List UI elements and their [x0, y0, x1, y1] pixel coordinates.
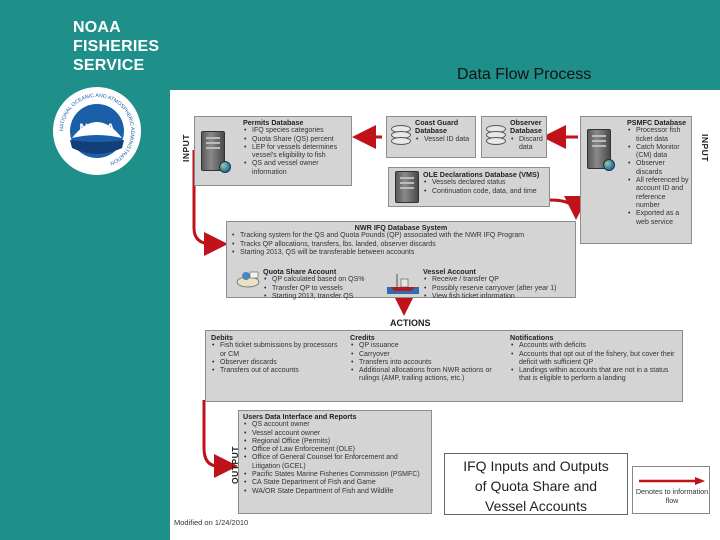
legend-box: Denotes to information flow: [632, 466, 710, 514]
debits-item: Transfers out of accounts: [211, 367, 339, 376]
psmfc-item: Observer discards: [627, 160, 691, 177]
nwr-item: Starting 2013, QS will be transferable b…: [231, 249, 575, 258]
actions-label: ACTIONS: [390, 318, 431, 328]
permits-title: Permits Database: [243, 118, 304, 127]
coast-guard-title: Coast Guard Database: [415, 118, 459, 136]
vessel-account-title: Vessel Account: [423, 267, 476, 276]
users-item: WA/OR State Department of Fish and Wildl…: [243, 488, 427, 497]
notifications-title: Notifications: [510, 333, 554, 342]
quota-share-icon: [235, 267, 261, 289]
qs-account-item: Transfer QP to vessels: [263, 285, 413, 294]
users-data-interface-panel: Users Data Interface and Reports QS acco…: [238, 410, 432, 514]
debits-item: Fish ticket submissions by processors or…: [211, 342, 339, 359]
callout-line: of Quota Share and: [474, 478, 598, 494]
nwr-item: Tracks QP allocations, transfers, lbs. l…: [231, 241, 575, 250]
users-title: Users Data Interface and Reports: [243, 412, 357, 421]
permits-item: QS and vessel owner information: [243, 160, 349, 177]
users-item: Regional Office (Permits): [243, 438, 427, 447]
vessel-account-item: Receive / transfer QP: [423, 276, 573, 285]
legend-arrow-icon: [639, 477, 705, 485]
observer-title: Observer Database: [510, 118, 542, 136]
users-item: CA State Department of Fish and Game: [243, 479, 427, 488]
callout-box: IFQ Inputs and Outputs of Quota Share an…: [444, 453, 628, 515]
arrow-ole-to-nwr: [549, 195, 588, 220]
database-stack-icon: [391, 125, 411, 151]
legend-text: Denotes to information flow: [635, 487, 709, 505]
logo-text: NOAA: [79, 121, 115, 135]
callout-line: IFQ Inputs and Outputs: [463, 458, 609, 474]
psmfc-item: Catch Monitor (CM) data: [627, 144, 691, 161]
psmfc-item: All referenced by account ID and referen…: [627, 177, 691, 210]
fishing-vessel-icon: [387, 272, 419, 294]
globe-icon: [219, 161, 231, 173]
coast-guard-item: Vessel ID data: [415, 136, 475, 145]
notifications-item: Accounts that opt out of the fishery, bu…: [510, 351, 680, 368]
users-item: QS account owner: [243, 421, 427, 430]
psmfc-item: Processor fish ticket data: [627, 127, 691, 144]
credits-item: QP issuance: [350, 342, 502, 351]
slide-title: Data Flow Process: [457, 66, 592, 83]
brand-line-1: NOAA: [73, 19, 121, 36]
input-label-right: INPUT: [700, 134, 710, 162]
brand-line-3: SERVICE: [73, 57, 145, 74]
server-icon: [395, 171, 419, 203]
input-label-left: INPUT: [181, 134, 191, 162]
ole-item: Vessels declared status: [423, 179, 549, 188]
ole-title: OLE Declarations Database (VMS): [423, 170, 540, 179]
ole-item: Continuation code, data, and time: [423, 188, 549, 197]
observer-database-panel: Observer Database Discard data: [481, 116, 547, 158]
users-item: Pacific States Marine Fisheries Commissi…: [243, 471, 427, 480]
nwr-item: Tracking system for the QS and Quota Pou…: [231, 232, 575, 241]
permits-item: Quota Share (QS) percent: [243, 136, 349, 145]
credits-item: Carryover: [350, 351, 502, 360]
psmfc-title: PSMFC Database: [627, 118, 687, 127]
permits-item: LEP for vessels determines vessel's elig…: [243, 144, 349, 161]
footnote: Modified on 1/24/2010: [174, 518, 249, 527]
ole-database-panel: OLE Declarations Database (VMS) Vessels …: [388, 167, 550, 207]
arrow-actions-to-users: [202, 400, 238, 478]
permits-database-panel: Permits Database IFQ species categories …: [194, 116, 352, 186]
users-item: Office of Law Enforcement (OLE): [243, 446, 427, 455]
users-item: Vessel account owner: [243, 430, 427, 439]
callout-line: Vessel Accounts: [485, 498, 587, 514]
psmfc-item: Exported as a web service: [627, 210, 691, 227]
notifications-item: Accounts with deficits: [510, 342, 680, 351]
permits-item: IFQ species categories: [243, 127, 349, 136]
qs-account-title: Quota Share Account: [263, 267, 337, 276]
vessel-account-item: View fish ticket information: [423, 293, 573, 302]
vessel-account-item: Possibly reserve carryover (after year 1…: [423, 285, 573, 294]
users-item: Office of General Counsel for Enforcemen…: [243, 454, 427, 471]
debits-item: Observer discards: [211, 359, 339, 368]
database-stack-icon: [486, 125, 506, 151]
qs-account-item: QP calculated based on QS%: [263, 276, 413, 285]
noaa-logo: NOAA NATIONAL OCEANIC AND ATMOSPHERIC AD…: [53, 87, 141, 175]
observer-item: Discard data: [510, 136, 548, 153]
qs-account-item: Starting 2013, transfer QS: [263, 293, 413, 302]
arrow-permits-to-nwr: [192, 150, 228, 256]
credits-item: Transfers into accounts: [350, 359, 502, 368]
credits-title: Credits: [350, 333, 375, 342]
noaa-fisheries-wordmark: NOAA FISHERIES SERVICE: [73, 18, 159, 75]
notifications-item: Landings within accounts that are not in…: [510, 367, 680, 384]
psmfc-database-panel: PSMFC Database Processor fish ticket dat…: [580, 116, 692, 244]
brand-line-2: FISHERIES: [73, 38, 160, 55]
credits-item: Additional allocations from NWR actions …: [350, 367, 502, 384]
coast-guard-database-panel: Coast Guard Database Vessel ID data: [386, 116, 476, 158]
globe-icon: [603, 159, 615, 171]
actions-panel: Debits Fish ticket submissions by proces…: [205, 330, 683, 402]
nwr-ifq-system-panel: NWR IFQ Database System Tracking system …: [226, 221, 576, 302]
nwr-title: NWR IFQ Database System: [354, 223, 448, 232]
debits-title: Debits: [211, 333, 233, 342]
